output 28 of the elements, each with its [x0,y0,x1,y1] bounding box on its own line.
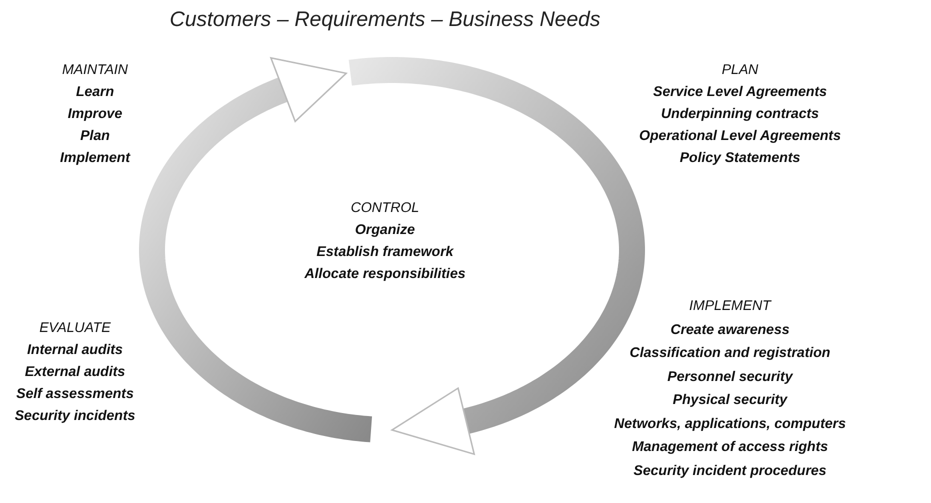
phase-item: Self assessments [16,384,134,402]
phase-heading: CONTROL [350,198,420,216]
phase-item: Networks, applications, computers [614,414,846,432]
phase-item: Policy Statements [680,148,800,166]
phase-item: Operational Level Agreements [639,126,841,144]
phase-item: Underpinning contracts [661,104,819,122]
phase-item: Allocate responsibilities [304,264,466,282]
phase-heading: PLAN [722,60,758,78]
phase-item: Physical security [672,390,788,408]
phase-item: Security incidents [14,406,136,424]
phase-item: Create awareness [670,320,790,338]
phase-item: External audits [24,362,126,380]
phase-item: Classification and registration [630,343,830,361]
phase-item: Improve [68,104,122,122]
phase-item: Learn [76,82,114,100]
phase-heading: IMPLEMENT [689,296,771,314]
phase-item: Organize [355,220,415,238]
diagram-title: Customers – Requirements – Business Needs [170,8,600,32]
phase-item: Personnel security [667,366,793,384]
phase-item: Service Level Agreements [653,82,827,100]
phase-item: Implement [60,148,130,166]
phase-item: Establish framework [316,242,454,260]
phase-heading: EVALUATE [39,318,111,336]
phase-item: Plan [80,126,110,144]
phase-item: Internal audits [27,340,123,358]
phase-heading: MAINTAIN [62,60,128,78]
phase-item: Management of access rights [632,437,828,455]
phase-item: Security incident procedures [634,460,826,478]
